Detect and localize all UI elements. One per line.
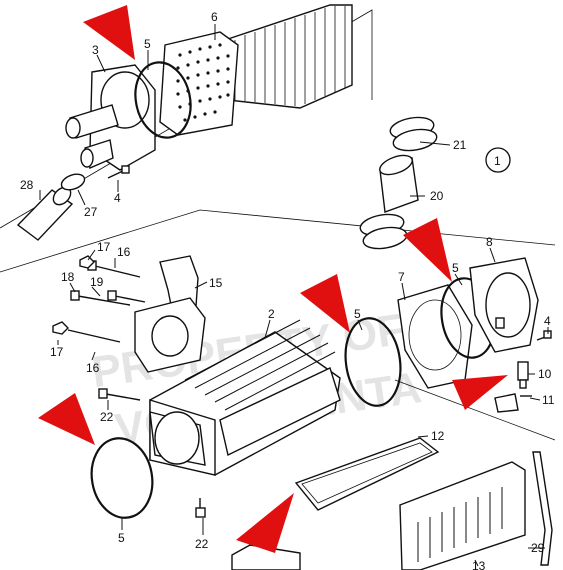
intake-manifold-part bbox=[149, 319, 341, 476]
red-arrow-bottom bbox=[236, 493, 294, 553]
clamp-and-hose-part bbox=[359, 116, 438, 250]
callout-4-right: 4 bbox=[544, 314, 551, 328]
callout-2: 2 bbox=[268, 307, 275, 321]
red-arrow-left-bottom bbox=[38, 393, 95, 445]
cover-plate-part bbox=[399, 461, 526, 570]
o-ring-middle bbox=[344, 317, 402, 407]
bolts-left bbox=[52, 255, 206, 518]
callout-28: 28 bbox=[20, 178, 34, 192]
callout-18: 18 bbox=[61, 270, 75, 284]
hose-part bbox=[16, 173, 86, 241]
red-arrow-top bbox=[83, 5, 135, 60]
red-arrow-middle bbox=[300, 274, 350, 333]
intake-housing-part bbox=[65, 64, 156, 171]
callout-11: 11 bbox=[542, 393, 555, 407]
leader-lines bbox=[39, 24, 549, 567]
callout-12: 12 bbox=[431, 429, 445, 443]
callout-5-right: 5 bbox=[452, 261, 459, 275]
callout-13: 13 bbox=[472, 559, 486, 570]
callout-10: 10 bbox=[538, 367, 552, 381]
view-indicator: 1 bbox=[485, 147, 511, 173]
screw-part-top bbox=[107, 165, 130, 179]
callout-6: 6 bbox=[211, 10, 218, 24]
callout-29: 29 bbox=[531, 541, 545, 555]
callout-4-top: 4 bbox=[114, 191, 121, 205]
end-cover-part bbox=[469, 257, 539, 353]
red-arrow-right-bottom bbox=[452, 375, 508, 410]
screw-part-right bbox=[536, 330, 552, 341]
callout-19: 19 bbox=[90, 275, 104, 289]
gasket-part bbox=[294, 437, 440, 511]
sensor-parts bbox=[494, 361, 532, 413]
callout-22-bottom: 22 bbox=[195, 537, 209, 551]
callout-numbers: 6 3 5 21 28 27 4 20 8 17 16 18 19 15 7 5… bbox=[20, 10, 555, 570]
red-arrow-right-top bbox=[403, 218, 452, 282]
callout-7: 7 bbox=[398, 270, 405, 284]
callout-3: 3 bbox=[92, 43, 99, 57]
callout-5-middle: 5 bbox=[354, 307, 361, 321]
callout-17-top: 17 bbox=[97, 240, 111, 254]
callout-22-left: 22 bbox=[100, 410, 114, 424]
callout-15: 15 bbox=[209, 276, 223, 290]
air-filter-part bbox=[159, 4, 353, 136]
callout-21: 21 bbox=[453, 138, 467, 152]
callout-5-bottom-left: 5 bbox=[118, 531, 125, 545]
callout-8: 8 bbox=[486, 235, 493, 249]
red-callout-arrows bbox=[38, 5, 508, 553]
bent-pipe-part bbox=[134, 255, 206, 373]
bracket-part bbox=[231, 544, 301, 570]
callout-16-top: 16 bbox=[117, 245, 131, 259]
hose-part-right bbox=[532, 451, 553, 566]
callout-16-bottom: 16 bbox=[86, 361, 100, 375]
callout-27: 27 bbox=[84, 205, 98, 219]
o-ring-bottom-left bbox=[90, 437, 154, 519]
o-ring-top bbox=[134, 61, 192, 139]
callout-17-bottom: 17 bbox=[50, 345, 64, 359]
view-indicator-label: 1 bbox=[494, 154, 501, 168]
callout-5-top: 5 bbox=[144, 37, 151, 51]
callout-20: 20 bbox=[430, 189, 444, 203]
